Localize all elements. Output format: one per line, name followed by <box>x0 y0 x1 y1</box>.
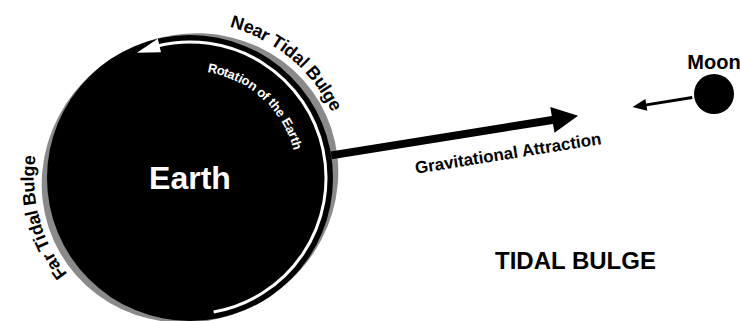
label-letter: g <box>19 165 37 177</box>
node-label: Moon <box>681 50 741 74</box>
moon-outline <box>694 74 734 114</box>
diagram-heading: TIDAL BULGE <box>495 247 656 275</box>
rotation-arrowhead <box>137 39 161 53</box>
label-letter: l <box>19 176 37 181</box>
moon-disc <box>694 74 734 114</box>
earth-circle: Earth <box>47 35 333 321</box>
attraction-arrow-small <box>633 96 693 111</box>
moon-circle: Moon <box>681 50 741 114</box>
earth-disc <box>47 35 333 321</box>
label-letter: e <box>19 154 38 166</box>
label-letter: B <box>20 191 40 206</box>
label-letter: u <box>19 181 38 193</box>
node-label: Earth <box>149 160 231 197</box>
tidal-bulge-shape <box>0 0 391 321</box>
